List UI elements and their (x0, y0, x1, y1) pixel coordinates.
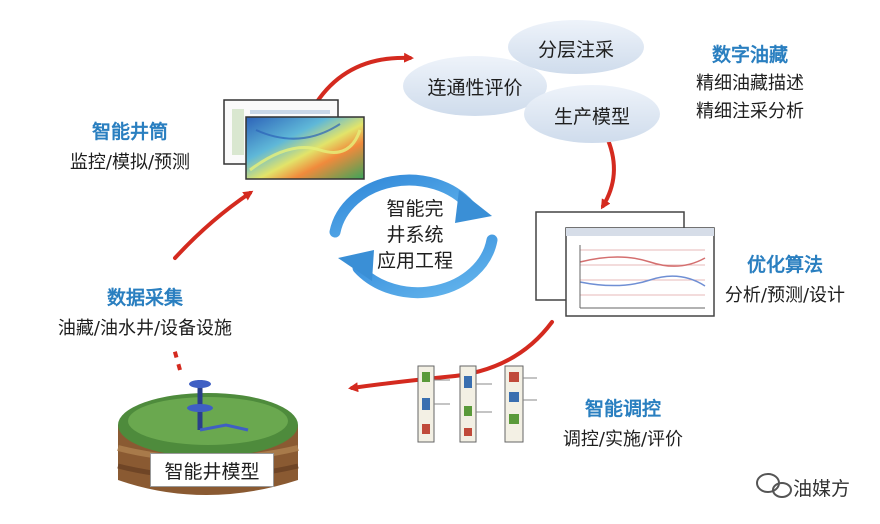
center-line-1: 智能完 (386, 198, 444, 220)
optimization-block: 优化算法 分析/预测/设计 (700, 250, 870, 307)
arrow-collection-to-wellbore (173, 190, 254, 260)
optimization-title: 优化算法 (746, 254, 823, 276)
arrow-reservoir-to-optimization (600, 138, 616, 210)
collection-block: 数据采集 油藏/油水井/设备设施 (20, 283, 270, 340)
control-block: 智能调控 调控/实施/评价 (548, 394, 698, 451)
wellbore-subtitle: 监控/模拟/预测 (69, 152, 191, 173)
reservoir-title: 数字油藏 (711, 44, 788, 66)
optimization-screenshots (535, 211, 715, 317)
collection-subtitle: 油藏/油水井/设备设施 (57, 318, 233, 339)
model-label: 智能井模型 (164, 460, 260, 483)
reservoir-block: 数字油藏 精细油藏描述 精细注采分析 (660, 40, 840, 123)
control-log-strips (417, 365, 537, 443)
cycle-arrowhead-top (455, 190, 492, 223)
center-line-2: 井系统 (386, 224, 444, 246)
arrow-model-to-collection (171, 344, 182, 371)
bubble-connectivity (403, 56, 547, 116)
reservoir-line-1: 精细油藏描述 (696, 73, 804, 94)
bubble-layered-label: 分层注采 (537, 39, 614, 61)
center-cycle-arrows (329, 174, 498, 299)
wellbore-screenshots (223, 99, 365, 180)
bubble-production (524, 85, 660, 143)
watermark: 油媒方 (793, 474, 850, 501)
center-label: 智能完 井系统 应用工程 (360, 196, 470, 274)
collection-title: 数据采集 (106, 287, 183, 309)
bubble-connectivity-label: 连通性评价 (427, 77, 523, 99)
wechat-icon (756, 473, 792, 498)
model-label-box: 智能井模型 (150, 453, 274, 487)
control-subtitle: 调控/实施/评价 (562, 429, 684, 450)
arrow-optimization-to-control (348, 320, 554, 393)
center-line-3: 应用工程 (376, 250, 453, 272)
arrow-wellbore-to-reservoir (311, 52, 414, 110)
wellbore-title: 智能井筒 (91, 121, 168, 143)
optimization-subtitle: 分析/预测/设计 (724, 285, 846, 306)
reservoir-line-2: 精细注采分析 (696, 101, 804, 122)
cycle-arrowhead-bottom (338, 250, 374, 281)
cycle-arrow-bottom (352, 234, 498, 299)
control-title: 智能调控 (584, 398, 661, 420)
bubble-layered (508, 20, 644, 74)
bubble-production-label: 生产模型 (553, 106, 630, 128)
cycle-arrow-top (329, 174, 476, 238)
watermark-text: 油媒方 (793, 478, 851, 500)
wellbore-block: 智能井筒 监控/模拟/预测 (50, 117, 210, 174)
